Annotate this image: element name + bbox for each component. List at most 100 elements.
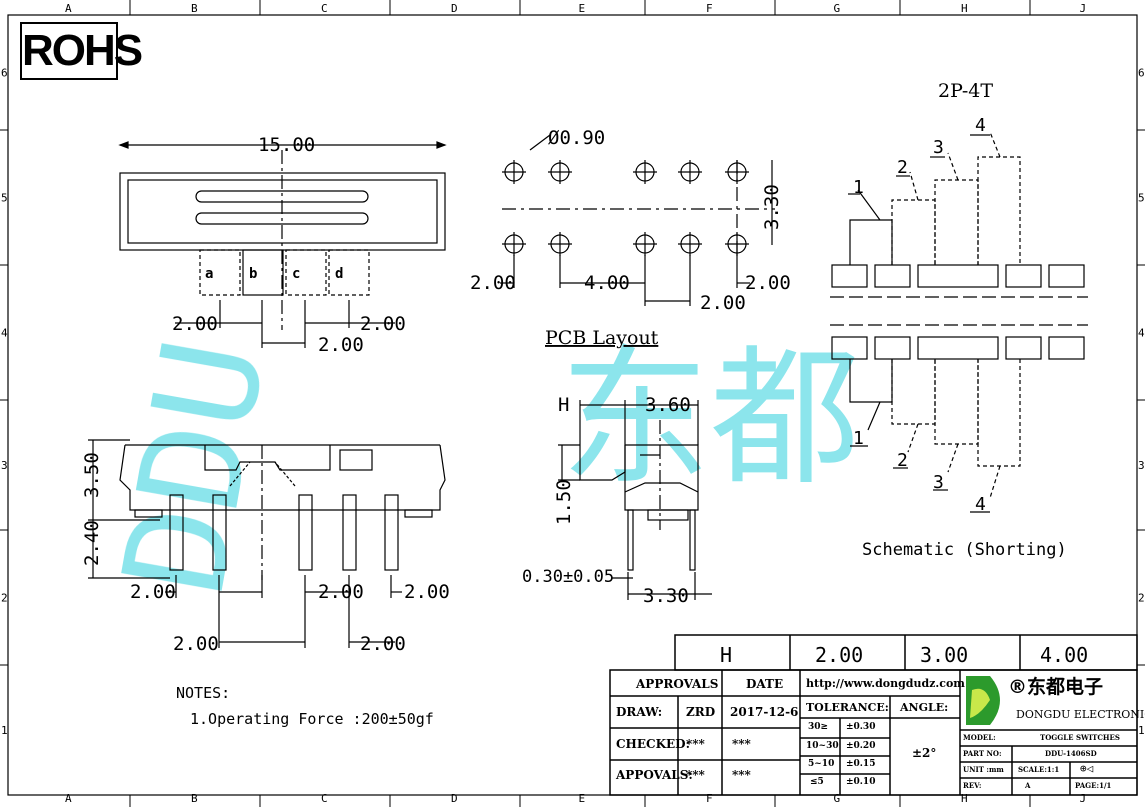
pcb-dim-2: 4.00 bbox=[584, 272, 630, 294]
draw-label: DRAW: bbox=[616, 705, 663, 719]
model-value: TOGGLE SWITCHES bbox=[1040, 733, 1120, 742]
end-base: 3.30 bbox=[643, 585, 689, 607]
side-h2: 2.40 bbox=[81, 520, 103, 566]
tol-range-2: 5~10 bbox=[808, 759, 835, 769]
notes-line1: 1.Operating Force :200±50gf bbox=[190, 710, 434, 728]
side-p5: 2.00 bbox=[360, 633, 406, 655]
pcb-dim-3: 2.00 bbox=[745, 272, 791, 294]
zone-row-label: 5 bbox=[1138, 192, 1145, 205]
model-label: MODEL: bbox=[963, 733, 996, 742]
tol-value-3: ±0.10 bbox=[846, 777, 876, 787]
top-pitch-right: 2.00 bbox=[360, 313, 406, 335]
tol-range-3: ≤5 bbox=[810, 777, 824, 787]
end-height: 1.50 bbox=[553, 479, 575, 525]
projection-icon: ⊕◁ bbox=[1080, 762, 1094, 775]
brand-en: DONGDU ELECTRONICS bbox=[1016, 708, 1145, 721]
zone-row-label: 2 bbox=[1138, 592, 1145, 605]
zone-column-label: C bbox=[321, 2, 328, 15]
approvals2-name: *** bbox=[686, 768, 705, 782]
end-h: H bbox=[558, 394, 569, 416]
zone-row-label: 6 bbox=[1, 67, 8, 80]
angle-label: ANGLE: bbox=[900, 701, 949, 714]
sch-bot-2: 2 bbox=[897, 450, 908, 471]
sch-top-2: 2 bbox=[897, 157, 908, 178]
page-label: PAGE:1/1 bbox=[1075, 781, 1112, 790]
tolerance-label: TOLERANCE: bbox=[806, 701, 889, 714]
drawer-name: ZRD bbox=[686, 705, 716, 719]
side-p3: 2.00 bbox=[404, 581, 450, 603]
zone-row-label: 3 bbox=[1138, 459, 1145, 472]
approvals-header: APPROVALS bbox=[636, 677, 719, 691]
sch-bot-4: 4 bbox=[975, 494, 986, 515]
pcb-row-gap: 3.30 bbox=[761, 184, 783, 230]
slot-d: d bbox=[335, 266, 343, 282]
sch-top-1: 1 bbox=[853, 177, 864, 198]
tol-value-0: ±0.30 bbox=[846, 722, 876, 732]
zone-column-label: D bbox=[451, 2, 458, 15]
zone-column-label: C bbox=[321, 792, 328, 805]
draw-date: 2017-12-6 bbox=[730, 705, 799, 719]
pcb-layout-title: PCB Layout bbox=[545, 327, 659, 349]
end-pin: 0.30±0.05 bbox=[522, 567, 614, 587]
title-block bbox=[609, 669, 1138, 796]
zone-row-label: 5 bbox=[1, 192, 8, 205]
url-text: http://www.dongdudz.com bbox=[806, 677, 965, 690]
notes-title: NOTES: bbox=[176, 684, 230, 702]
schematic bbox=[830, 131, 1088, 513]
sch-top-4: 4 bbox=[975, 115, 986, 136]
tol-range-1: 10~30 bbox=[806, 741, 839, 751]
zone-column-label: B bbox=[191, 792, 198, 805]
tol-range-0: 30≥ bbox=[808, 722, 829, 732]
zone-column-label: F bbox=[706, 792, 713, 805]
zone-row-label: 2 bbox=[1, 592, 8, 605]
zone-row-label: 3 bbox=[1, 459, 8, 472]
side-p2: 2.00 bbox=[318, 581, 364, 603]
slot-c: c bbox=[292, 266, 300, 282]
slot-b: b bbox=[249, 266, 257, 282]
zone-row-label: 4 bbox=[1, 327, 8, 340]
part-value: DDU-1406SD bbox=[1045, 749, 1097, 758]
top-pitch-left: 2.00 bbox=[172, 313, 218, 335]
schematic-type: 2P-4T bbox=[938, 80, 993, 102]
zone-column-label: E bbox=[579, 792, 586, 805]
end-view bbox=[558, 400, 712, 600]
approvals2-label: APPOVALS: bbox=[616, 768, 693, 782]
schematic-caption: Schematic (Shorting) bbox=[862, 540, 1067, 560]
zone-column-label: E bbox=[579, 2, 586, 15]
h-table-v2: 3.00 bbox=[920, 643, 968, 667]
zone-row-label: 4 bbox=[1138, 327, 1145, 340]
h-table-h: H bbox=[720, 643, 732, 667]
sch-top-3: 3 bbox=[933, 137, 944, 158]
zone-column-label: J bbox=[1080, 2, 1087, 15]
tol-value-2: ±0.15 bbox=[846, 759, 876, 769]
pcb-hole-dim: Ø0.90 bbox=[548, 127, 605, 149]
zone-column-label: G bbox=[834, 2, 841, 15]
rohs-badge: ROHS bbox=[20, 22, 143, 80]
sheet-border bbox=[7, 14, 1138, 796]
rev-value: A bbox=[1025, 781, 1031, 790]
h-table-v1: 2.00 bbox=[815, 643, 863, 667]
date-header: DATE bbox=[746, 677, 784, 691]
zone-column-label: F bbox=[706, 2, 713, 15]
approvals2-date: *** bbox=[732, 768, 751, 782]
zone-column-label: B bbox=[191, 2, 198, 15]
watermark-cjk: 东都 bbox=[560, 332, 860, 506]
side-p1: 2.00 bbox=[130, 581, 176, 603]
zone-row-label: 6 bbox=[1138, 67, 1145, 80]
checked-name: *** bbox=[686, 737, 705, 751]
pcb-dim-1: 2.00 bbox=[470, 272, 516, 294]
side-p4: 2.00 bbox=[173, 633, 219, 655]
checked-label: CHECKED: bbox=[616, 737, 690, 751]
watermark-latin: DDU bbox=[93, 329, 297, 606]
zone-column-label: G bbox=[834, 792, 841, 805]
checked-date: *** bbox=[732, 737, 751, 751]
dongdu-logo bbox=[966, 676, 1000, 725]
unit-label: UNIT :mm bbox=[963, 765, 1004, 774]
tol-value-1: ±0.20 bbox=[846, 741, 876, 751]
top-pitch-mid: 2.00 bbox=[318, 334, 364, 356]
scale-label: SCALE:1:1 bbox=[1018, 765, 1060, 774]
side-h1: 3.50 bbox=[81, 452, 103, 498]
zone-row-label: 1 bbox=[1138, 724, 1145, 737]
